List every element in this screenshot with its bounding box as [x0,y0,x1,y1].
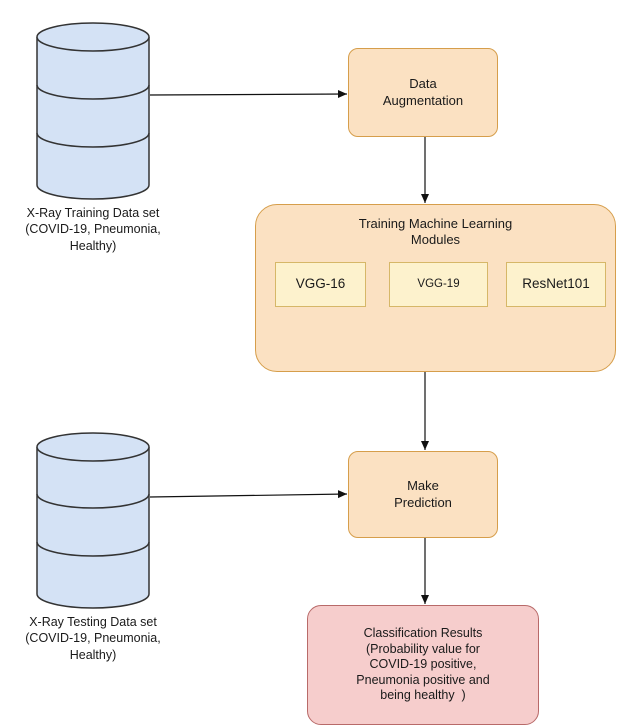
results-line-5: being healthy ) [380,688,466,703]
results-line-1: Classification Results [363,625,483,640]
model-vgg19-label: VGG-19 [417,278,460,291]
data-augmentation-box: Data Augmentation [348,48,498,137]
training-data-label: X-Ray Training Data set (COVID-19, Pneum… [2,205,184,254]
arrow-testing-to-prediction [149,490,348,499]
training-database-icon [36,22,150,200]
model-vgg19: VGG-19 [389,262,488,307]
testing-data-line-1: X-Ray Testing Data set [29,615,157,629]
results-line-3: COVID-19 positive, [369,657,477,672]
training-modules-box: Training Machine Learning Modules VGG-16… [255,204,616,372]
testing-data-line-3: Healthy) [69,647,117,662]
training-modules-line-2: Modules [410,232,461,248]
results-line-2: (Probability value for [366,641,480,656]
testing-database-icon [36,432,150,609]
testing-data-line-2: (COVID-19, Pneumonia, [25,631,161,646]
training-data-line-3: Healthy) [69,238,117,253]
classification-results-box: Classification Results (Probability valu… [307,605,539,725]
model-resnet101-label: ResNet101 [522,276,590,292]
data-augmentation-line-1: Data [409,76,437,92]
training-modules-line-1: Training Machine Learning [358,216,513,231]
results-line-4: Pneumonia positive and [356,672,490,687]
make-prediction-box: Make Prediction [348,451,498,538]
training-data-line-1: X-Ray Training Data set [26,206,160,220]
testing-data-label: X-Ray Testing Data set (COVID-19, Pneumo… [2,614,184,663]
make-prediction-line-1: Make [407,478,439,494]
data-augmentation-line-2: Augmentation [382,92,464,108]
arrow-training-to-augmentation [149,90,348,99]
model-resnet101: ResNet101 [506,262,606,307]
training-data-line-2: (COVID-19, Pneumonia, [25,222,161,237]
make-prediction-line-2: Prediction [394,494,452,510]
model-vgg16: VGG-16 [275,262,366,307]
model-vgg16-label: VGG-16 [295,276,346,292]
training-modules-title: Training Machine Learning Modules [256,216,615,249]
